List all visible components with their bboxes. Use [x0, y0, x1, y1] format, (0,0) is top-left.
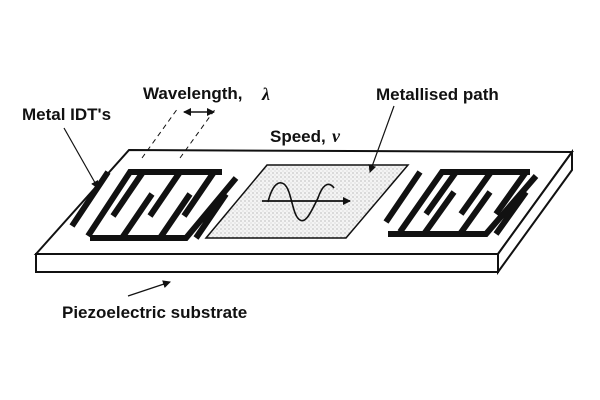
speed-label: Speed, — [270, 127, 326, 146]
substrate-label: Piezoelectric substrate — [62, 303, 247, 322]
metallised-path-label: Metallised path — [376, 85, 499, 104]
wavelength-label: Wavelength, — [143, 84, 243, 103]
left-idt-upper-comb — [69, 169, 222, 238]
wavelength-dashed-guide-right — [179, 107, 217, 159]
wavelength-symbol: λ — [261, 84, 270, 104]
left-idt — [69, 169, 239, 241]
wave-sine — [267, 182, 335, 222]
right-idt — [383, 169, 539, 237]
right-idt-lower-comb — [388, 174, 539, 237]
speed-symbol: v — [332, 126, 341, 146]
left-idt-lower-comb — [90, 176, 239, 241]
substrate-right-face — [497, 148, 573, 276]
substrate-front-face — [35, 253, 499, 273]
metal-idts-pointer — [63, 127, 99, 189]
surface-wave — [262, 182, 351, 222]
right-idt-upper-comb — [383, 169, 530, 234]
wavelength-indicator — [141, 107, 217, 159]
metallised-path-pointer — [368, 105, 395, 173]
metal-idts-label: Metal IDT's — [22, 105, 111, 124]
substrate-pointer — [127, 280, 171, 297]
wavelength-dashed-guide-left — [141, 107, 179, 159]
